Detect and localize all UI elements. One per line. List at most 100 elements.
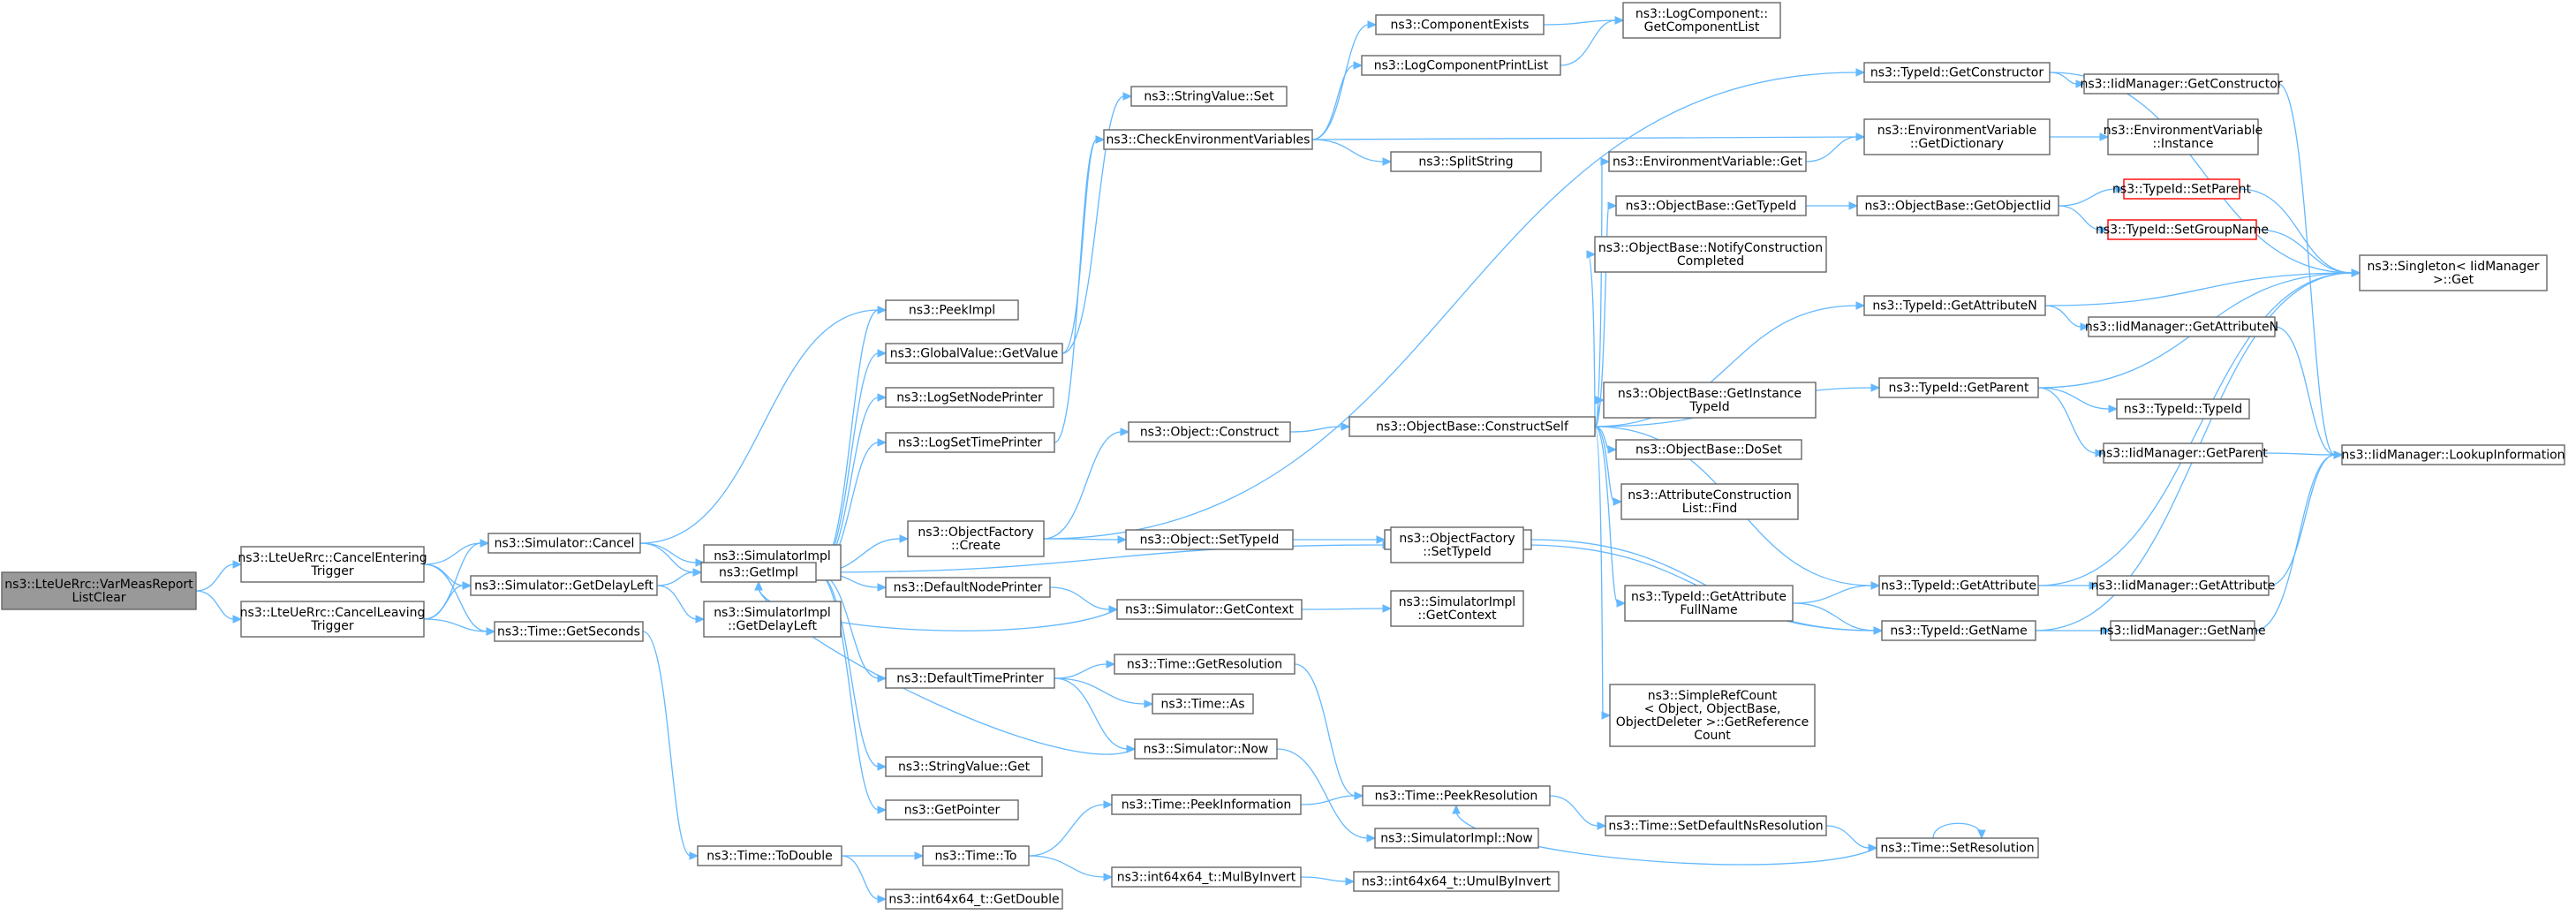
node-typeIdGetParent[interactable]: ns3::TypeId::GetParent xyxy=(1878,377,2039,398)
node-timeAs[interactable]: ns3::Time::As xyxy=(1152,693,1254,715)
node-iidGetAttribute[interactable]: ns3::IidManager::GetAttribute xyxy=(2091,575,2276,596)
node-splitString[interactable]: ns3::SplitString xyxy=(1390,151,1542,172)
node-envVarGet[interactable]: ns3::EnvironmentVariable::Get xyxy=(1608,151,1807,172)
edge-line xyxy=(1594,426,1619,604)
node-envVarInstance[interactable]: ns3::EnvironmentVariable::Instance xyxy=(2104,118,2263,155)
node-simGetDelayLeft[interactable]: ns3::Simulator::GetDelayLeft xyxy=(470,575,658,596)
node-timePeekInformation[interactable]: ns3::Time::PeekInformation xyxy=(1111,794,1302,815)
node-typeIdGetConstructor[interactable]: ns3::TypeId::GetConstructor xyxy=(1863,62,2051,83)
node-simCancel[interactable]: ns3::Simulator::Cancel xyxy=(487,533,641,554)
node-objectBaseDoSet[interactable]: ns3::ObjectBase::DoSet xyxy=(1615,439,1802,460)
edge-line xyxy=(1061,139,1098,354)
node-envVarGetDictionary[interactable]: ns3::EnvironmentVariable::GetDictionary xyxy=(1863,118,2051,155)
node-label: ns3::SimulatorImpl xyxy=(714,606,831,620)
node-singletonIidGet[interactable]: ns3::Singleton< IidManager>::Get xyxy=(2359,254,2548,291)
node-objectFactoryCreate[interactable]: ns3::ObjectFactory::Create xyxy=(907,520,1045,557)
edge-arrowhead xyxy=(2099,225,2110,234)
node-timeGetResolution[interactable]: ns3::Time::GetResolution xyxy=(1114,654,1296,675)
node-componentExists[interactable]: ns3::ComponentExists xyxy=(1375,14,1545,35)
node-globalValueGetValue[interactable]: ns3::GlobalValue::GetValue xyxy=(885,343,1063,364)
node-typeIdGetAttributeN[interactable]: ns3::TypeId::GetAttributeN xyxy=(1863,295,2046,316)
call-edge xyxy=(2049,72,2361,277)
node-label: ns3::SimpleRefCount xyxy=(1648,689,1778,703)
node-label: ns3::GetPointer xyxy=(904,804,1001,818)
node-int64UmulByInvert[interactable]: ns3::int64x64_t::UmulByInvert xyxy=(1353,871,1560,892)
node-label: ns3::GetImpl xyxy=(719,566,798,580)
node-int64GetDouble[interactable]: ns3::int64x64_t::GetDouble xyxy=(885,889,1063,910)
node-iidLookupInformation[interactable]: ns3::IidManager::LookupInformation xyxy=(2341,444,2565,465)
node-simImplNow[interactable]: ns3::SimulatorImpl::Now xyxy=(1374,828,1539,849)
node-peekImpl[interactable]: ns3::PeekImpl xyxy=(885,299,1019,321)
node-stringValueSet[interactable]: ns3::StringValue::Set xyxy=(1130,86,1288,107)
node-timeSetResolution[interactable]: ns3::Time::SetResolution xyxy=(1876,837,2039,858)
node-objectFactorySetTypeId[interactable]: ns3::ObjectFactory::SetTypeId xyxy=(1390,526,1524,563)
node-timeSetDefaultNsResolution[interactable]: ns3::Time::SetDefaultNsResolution xyxy=(1605,815,1827,836)
call-edge xyxy=(423,581,472,620)
node-timeToDouble[interactable]: ns3::Time::ToDouble xyxy=(697,845,842,866)
node-simpleRefCount[interactable]: ns3::SimpleRefCount< Object, ObjectBase,… xyxy=(1609,684,1816,747)
node-objectBaseGetObjectIid[interactable]: ns3::ObjectBase::GetObjectIid xyxy=(1856,195,2059,216)
node-objectConstruct[interactable]: ns3::Object::Construct xyxy=(1128,421,1291,442)
node-iidGetAttributeN[interactable]: ns3::IidManager::GetAttributeN xyxy=(2085,316,2278,337)
node-label: ns3::Time::PeekInformation xyxy=(1122,798,1292,813)
node-checkEnvVars[interactable]: ns3::CheckEnvironmentVariables xyxy=(1103,129,1313,150)
node-simImplGetDelayLeft[interactable]: ns3::SimulatorImpl::GetDelayLeft xyxy=(703,601,842,638)
node-timeGetSeconds[interactable]: ns3::Time::GetSeconds xyxy=(494,621,644,642)
node-timeTo[interactable]: ns3::Time::To xyxy=(922,845,1030,866)
node-label: ns3::ObjectBase::NotifyConstruction xyxy=(1598,241,1823,255)
node-label: ns3::DefaultNodePrinter xyxy=(894,581,1043,595)
edge-line xyxy=(2274,326,2336,456)
node-iidGetName[interactable]: ns3::IidManager::GetName xyxy=(2099,620,2266,641)
node-box xyxy=(2107,219,2257,240)
node-label: ns3::ObjectBase::GetTypeId xyxy=(1626,200,1797,214)
node-label: ns3::Singleton< IidManager xyxy=(2368,260,2540,274)
node-defaultTimePrinter[interactable]: ns3::DefaultTimePrinter xyxy=(885,668,1055,689)
node-iidGetConstructor[interactable]: ns3::IidManager::GetConstructor xyxy=(2080,73,2283,95)
call-edge xyxy=(1311,20,1378,140)
edge-arrowhead xyxy=(1366,834,1377,843)
edge-arrowhead xyxy=(2115,185,2126,193)
edge-arrowhead xyxy=(1870,581,1881,590)
node-label: ns3::ObjectBase::GetInstance xyxy=(1618,387,1802,401)
node-logComponentPrintList[interactable]: ns3::LogComponentPrintList xyxy=(1361,55,1561,76)
node-timePeekResolution[interactable]: ns3::Time::PeekResolution xyxy=(1362,785,1551,806)
node-logSetNodePrinter[interactable]: ns3::LogSetNodePrinter xyxy=(885,387,1054,408)
node-logSetTimePrinter[interactable]: ns3::LogSetTimePrinter xyxy=(885,432,1055,453)
node-simImplGetContext[interactable]: ns3::SimulatorImpl::GetContext xyxy=(1390,590,1524,627)
node-typeIdSetGroupName[interactable]: ns3::TypeId::SetGroupName xyxy=(2096,219,2269,240)
node-typeIdSetParent[interactable]: ns3::TypeId::SetParent xyxy=(2112,178,2251,200)
node-typeIdTypeId[interactable]: ns3::TypeId::TypeId xyxy=(2116,398,2250,420)
node-getImpl[interactable]: ns3::GetImpl xyxy=(700,562,817,583)
call-edge xyxy=(1932,822,1986,840)
node-logComponentGetList[interactable]: ns3::LogComponent::GetComponentList xyxy=(1622,2,1781,39)
edge-line xyxy=(642,631,691,857)
node-objectBaseGetTypeId[interactable]: ns3::ObjectBase::GetTypeId xyxy=(1615,195,1807,216)
node-label: ns3::GlobalValue::GetValue xyxy=(890,347,1058,361)
node-objectSetTypeId[interactable]: ns3::Object::SetTypeId xyxy=(1125,529,1294,550)
node-getPointer[interactable]: ns3::GetPointer xyxy=(885,799,1019,820)
node-typeIdGetName[interactable]: ns3::TypeId::GetName xyxy=(1881,620,2036,641)
node-simNow[interactable]: ns3::Simulator::Now xyxy=(1134,738,1278,760)
node-simGetContext[interactable]: ns3::Simulator::GetContext xyxy=(1116,599,1303,620)
node-label: ::SetTypeId xyxy=(1423,545,1492,559)
node-int64MulByInvert[interactable]: ns3::int64x64_t::MulByInvert xyxy=(1111,866,1302,888)
call-edge xyxy=(2037,387,2105,458)
node-objectBaseConstructSelf[interactable]: ns3::ObjectBase::ConstructSelf xyxy=(1348,416,1596,437)
edge-line xyxy=(1792,602,1876,631)
node-stringValueGet[interactable]: ns3::StringValue::Get xyxy=(885,756,1043,777)
node-objectBaseNotify[interactable]: ns3::ObjectBase::NotifyConstructionCompl… xyxy=(1594,236,1827,273)
node-box xyxy=(2096,575,2270,596)
node-typeIdGetAttribute[interactable]: ns3::TypeId::GetAttribute xyxy=(1878,575,2039,596)
node-label: ns3::Object::Construct xyxy=(1140,426,1280,440)
node-defaultNodePrinter[interactable]: ns3::DefaultNodePrinter xyxy=(885,577,1051,598)
node-iidGetParent[interactable]: ns3::IidManager::GetParent xyxy=(2098,442,2268,464)
edge-line xyxy=(1043,431,1122,540)
call-edge xyxy=(842,851,925,860)
edge-arrowhead xyxy=(1595,396,1605,405)
